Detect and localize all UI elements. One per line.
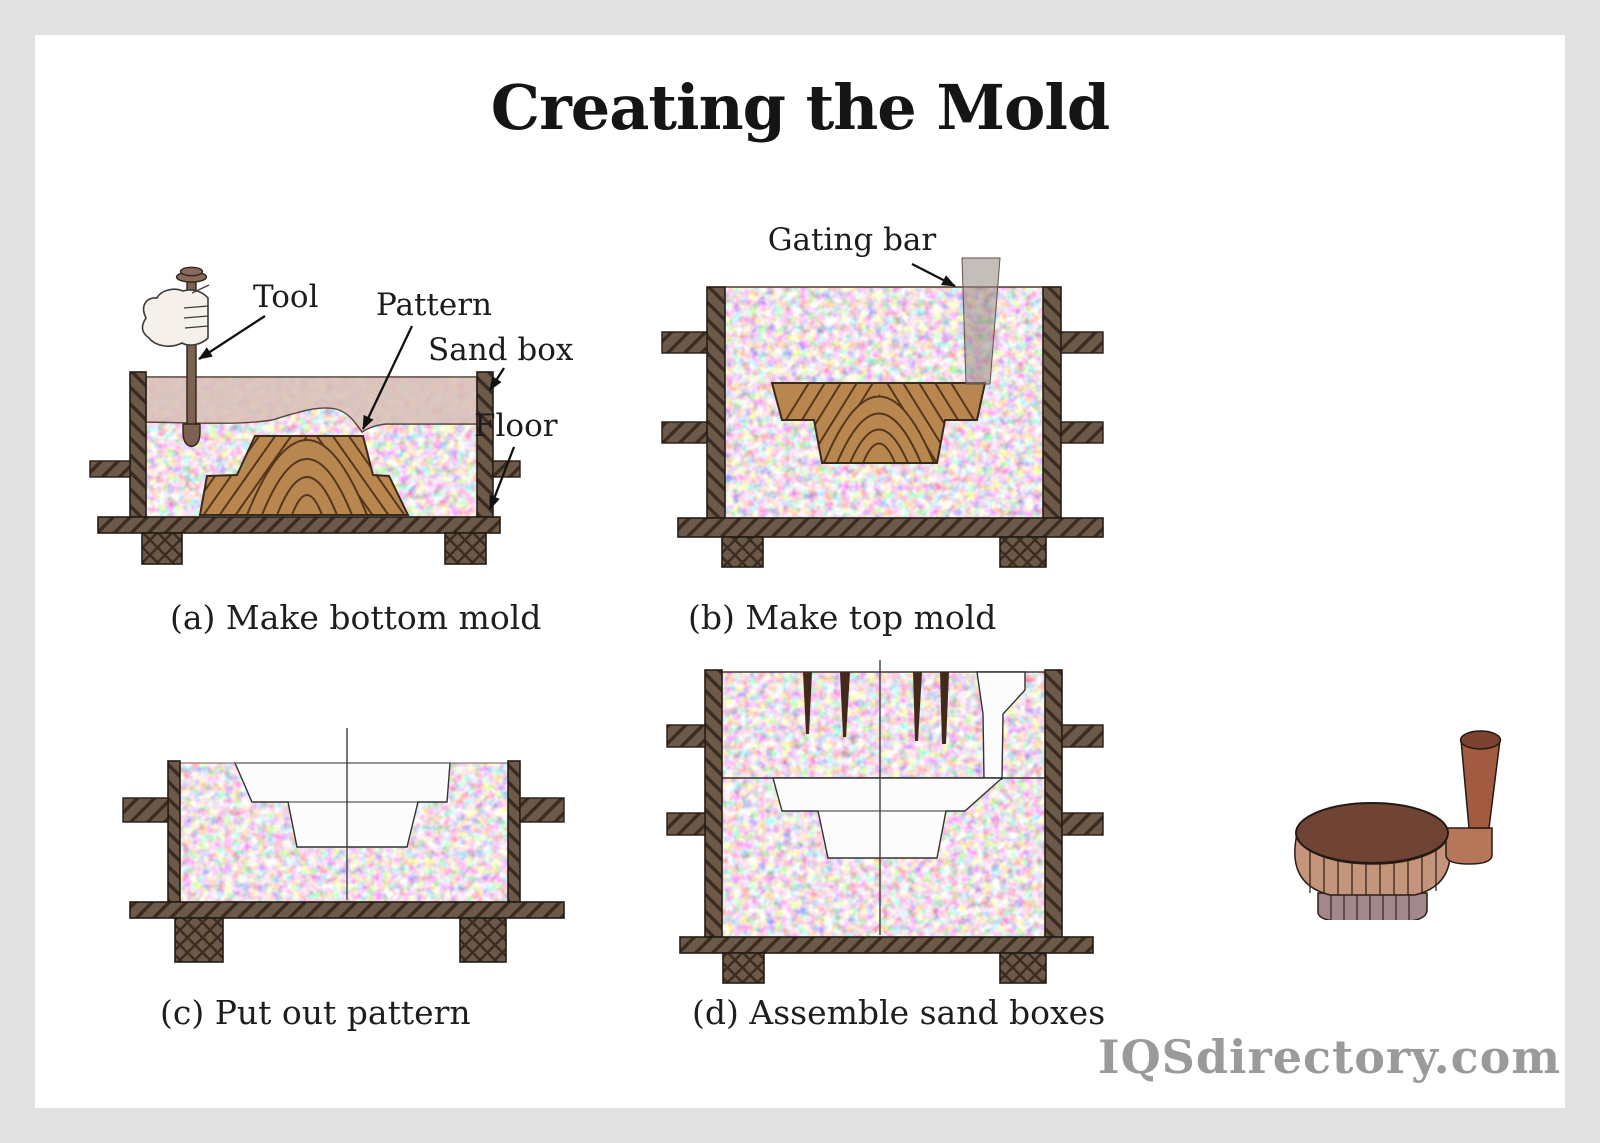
- pin-right-lower: [1060, 421, 1104, 444]
- pin-left-lower: [661, 421, 708, 444]
- sand-box-wall-left: [167, 760, 181, 903]
- vent-spikes: [803, 672, 949, 744]
- leg-right: [999, 536, 1047, 568]
- label-gating-bar: Gating bar: [768, 222, 937, 258]
- leg-left: [722, 952, 765, 984]
- sand-box-wall-left: [706, 286, 726, 519]
- figure-a-make-bottom-mold: Tool Pattern Sand box Floor: [89, 266, 574, 565]
- pin-left: [122, 797, 169, 823]
- page-title: Creating the Mold: [490, 71, 1110, 144]
- pin-right-upper: [1060, 331, 1104, 354]
- figure-d-assemble-sand-boxes: [666, 660, 1104, 984]
- label-tool: Tool: [253, 279, 319, 315]
- floor-bar: [679, 936, 1094, 954]
- mold-cavity: [772, 777, 1004, 859]
- handle-top: [1459, 730, 1502, 750]
- arrow-tool: [198, 315, 266, 360]
- leg-right: [444, 532, 487, 565]
- sprue-channel: [976, 671, 1026, 780]
- figure-c-put-out-pattern: [122, 728, 565, 963]
- label-pattern: Pattern: [376, 287, 492, 323]
- watermark: IQSdirectory.com: [1098, 1030, 1561, 1084]
- tool-tip: [182, 423, 201, 448]
- arrow-floor: [488, 446, 516, 510]
- gating-bar: [961, 257, 1001, 385]
- leg-left: [174, 917, 224, 963]
- pin-left-lower: [666, 812, 706, 836]
- sand-box-wall-left: [704, 669, 723, 938]
- label-sand-box: Sand box: [428, 332, 574, 368]
- sand-box-wall-right: [1042, 286, 1062, 519]
- caption-d: (d) Assemble sand boxes: [692, 993, 1106, 1032]
- diagram-canvas: Creating the Mold: [35, 35, 1565, 1108]
- hand-icon: [141, 284, 210, 347]
- pin-right: [519, 797, 565, 823]
- pin-right-upper: [1061, 724, 1104, 748]
- sand-box-wall-right: [507, 760, 521, 903]
- mold-cavity: [233, 762, 451, 848]
- caption-a: (a) Make bottom mold: [170, 598, 542, 637]
- pin-left: [89, 460, 131, 478]
- tamper-disc-top: [1295, 802, 1449, 864]
- floor-bar: [97, 516, 501, 534]
- leg-left: [141, 532, 183, 565]
- sand-box-wall-right: [1044, 669, 1063, 938]
- leg-right: [459, 917, 507, 963]
- pin-left-upper: [666, 724, 706, 748]
- tamping-tool: [175, 266, 208, 448]
- figure-b-annotations: Gating bar: [768, 222, 956, 288]
- tamper-base-ring: [1317, 892, 1428, 920]
- leg-right: [999, 952, 1047, 984]
- pin-right-lower: [1061, 812, 1104, 836]
- label-floor: Floor: [474, 408, 558, 444]
- handle-socket: [1445, 827, 1493, 865]
- caption-b: (b) Make top mold: [688, 598, 997, 637]
- wood-pattern: [770, 382, 987, 464]
- loose-sand-layer: [145, 376, 478, 433]
- rammer-tool-illustration: [1294, 730, 1502, 920]
- figure-a-annotations: Tool Pattern Sand box Floor: [198, 279, 574, 510]
- pin-left-upper: [661, 331, 708, 354]
- arrow-sand-box: [489, 367, 505, 391]
- sand-box-wall-right: [476, 371, 494, 518]
- handle-shaft: [1460, 739, 1501, 829]
- sand-box-wall-left: [129, 371, 147, 518]
- arrow-pattern: [361, 325, 414, 430]
- figure-b-make-top-mold: Gating bar: [661, 222, 1104, 568]
- floor-bar: [129, 901, 565, 919]
- wood-pattern: [198, 435, 410, 516]
- arrow-gating-bar: [911, 262, 956, 288]
- floor-bar: [677, 517, 1104, 538]
- caption-c: (c) Put out pattern: [160, 993, 471, 1032]
- leg-left: [721, 536, 764, 568]
